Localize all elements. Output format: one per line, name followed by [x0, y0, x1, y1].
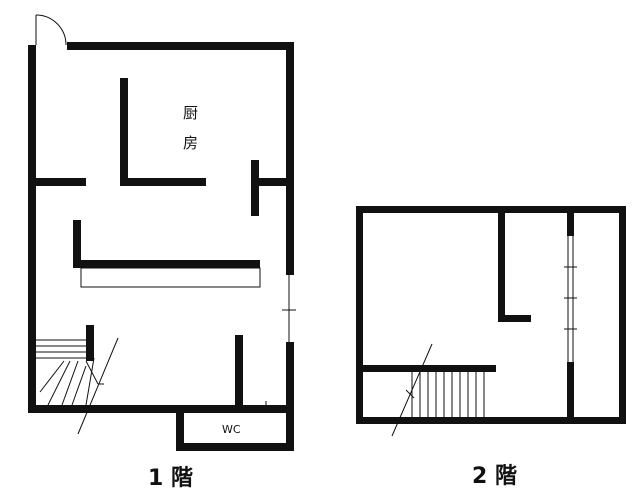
floor-2-walls	[356, 206, 626, 424]
floor-1-label: 1 階	[148, 466, 193, 491]
floor-2-label: 2 階	[472, 464, 517, 489]
wc-label: WC	[222, 423, 241, 436]
kitchen-label-char-1: 厨	[183, 104, 199, 122]
floor-2-plan	[356, 206, 626, 437]
kitchen-label-char-2: 房	[183, 134, 199, 152]
floor-1-plan	[28, 14, 296, 451]
floor-1-walls	[28, 42, 294, 451]
floor-1-thin-lines	[35, 14, 296, 435]
floor-2-thin-lines	[391, 236, 577, 437]
